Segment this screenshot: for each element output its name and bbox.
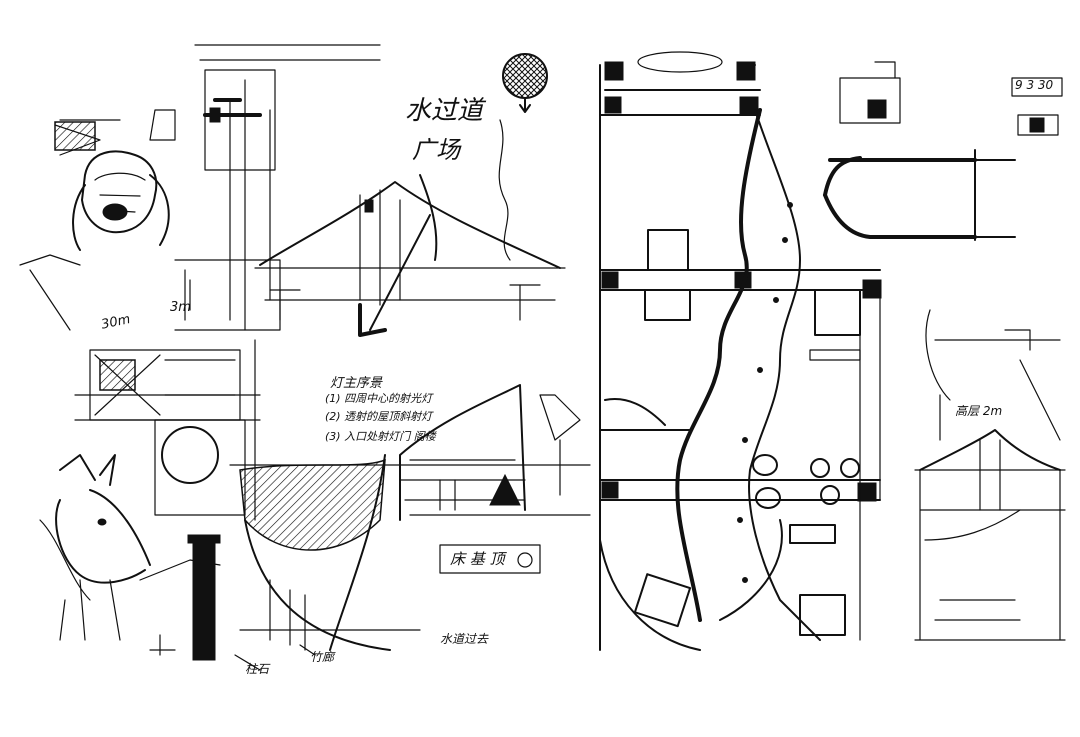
water-passage-sketch (498, 53, 548, 261)
note-scale-top-right: 9 3 30 (1015, 78, 1054, 92)
right-top-plan (823, 61, 1063, 241)
floor-plan-main (599, 51, 882, 651)
note-water-passage: 水过道 (405, 96, 484, 126)
left-detail-panels (74, 339, 261, 521)
note-dim-3m: 3m (170, 300, 191, 315)
right-elevation (914, 309, 1066, 641)
note-light-item-2: (2) 透射的屋顶斜射灯 (325, 410, 433, 423)
left-elevation-grid (174, 44, 381, 331)
note-light-item-3: (3) 入口处射灯门 阁楼 (325, 430, 436, 443)
note-label-bottom-3: 柱石 (245, 662, 270, 676)
note-label-bottom-4: 竹廊 (310, 650, 335, 664)
portrait-sketch (19, 109, 176, 331)
goat-sketch (39, 454, 221, 641)
note-courtyard: 广场 (412, 136, 460, 164)
pavilion-section (399, 384, 591, 574)
roof-elevation (254, 174, 566, 337)
note-light-item-1: (1) 四周中心的射光灯 (325, 392, 433, 405)
note-light-title: 灯主序景 (330, 376, 383, 391)
note-label-right: 高层 2m (955, 404, 1003, 418)
note-label-bottom-2: 水道过去 (440, 632, 489, 646)
note-label-bottom-1: 床 基 顶 (450, 550, 505, 568)
section-with-column (149, 454, 591, 671)
